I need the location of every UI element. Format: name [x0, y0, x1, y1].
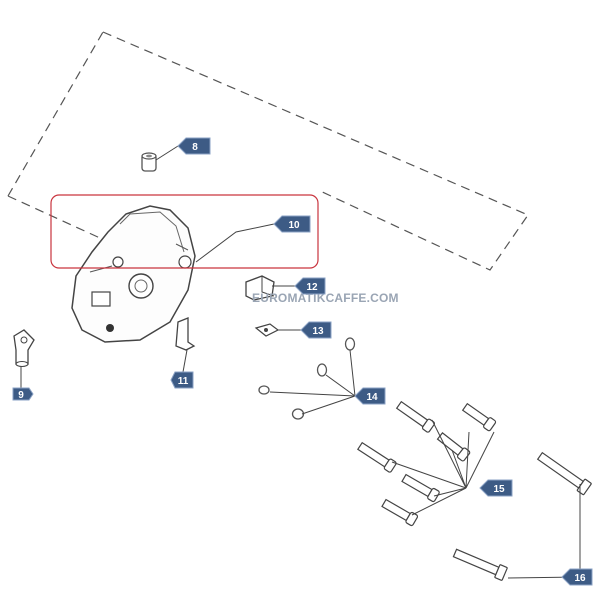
leader-lines: [20, 145, 581, 579]
part-tag-label: 8: [192, 142, 198, 153]
part-tag-9: 9: [12, 387, 34, 401]
watermark: EUROMATIKCAFFE.COM: [252, 291, 399, 305]
part-tag-15: 15: [479, 479, 513, 497]
clip-icon: [245, 275, 275, 301]
long-screw-icon: [452, 451, 592, 581]
part-tag-label: 14: [366, 392, 378, 403]
assembly-dashed-outline: [7, 31, 529, 271]
elbow-fitting-icon: [13, 329, 35, 368]
part-tag-label: 10: [288, 220, 300, 231]
highlight-frame: [50, 194, 319, 269]
part-tag-16: 16: [561, 568, 593, 586]
nut-icon: [141, 152, 157, 172]
part-tag-11: 11: [170, 371, 194, 389]
part-tag-label: 15: [493, 484, 505, 495]
part-tag-label: 13: [312, 326, 324, 337]
part-tag-label: 11: [178, 376, 189, 387]
group-flange-icon: [71, 205, 196, 343]
part-tag-label: 12: [306, 282, 318, 293]
part-tag-label: 16: [574, 573, 586, 584]
bracket-icon: [175, 317, 196, 351]
part-tag-8: 8: [177, 137, 211, 155]
part-tag-label: 9: [18, 390, 24, 401]
part-tag-12: 12: [294, 277, 326, 295]
part-tag-13: 13: [300, 321, 332, 339]
part-tag-14: 14: [354, 387, 386, 405]
part-tag-10: 10: [273, 215, 311, 233]
washer-icon: [258, 337, 356, 420]
small-plate-icon: [254, 323, 280, 337]
